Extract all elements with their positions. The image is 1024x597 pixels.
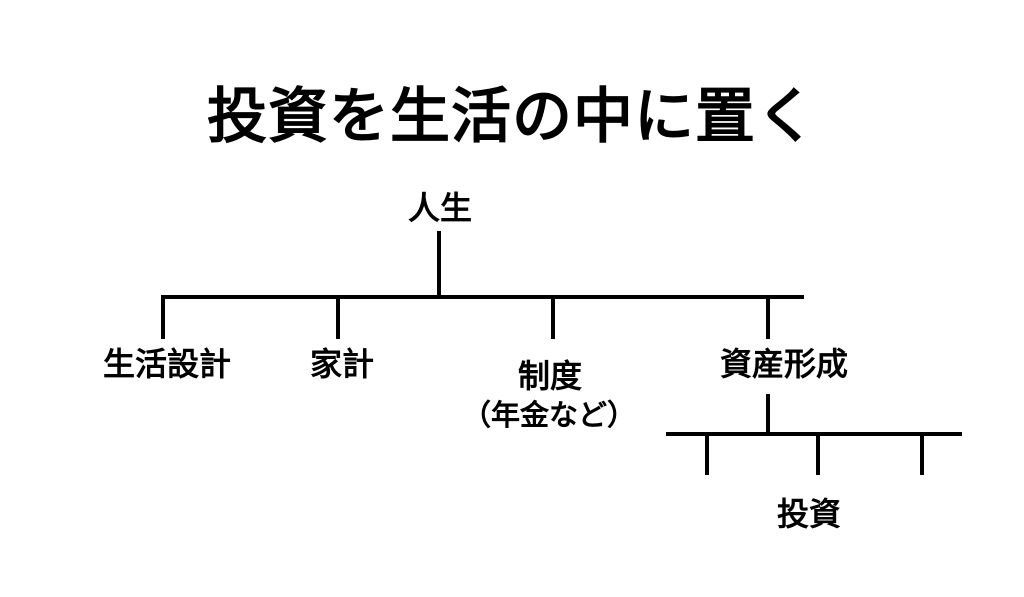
connector-tick-asset-building xyxy=(766,295,770,339)
node-system: 制度 xyxy=(517,358,583,394)
node-investment: 投資 xyxy=(776,496,842,532)
connector-tick-household-budget xyxy=(336,295,340,339)
connector-level2-rail xyxy=(666,432,962,436)
connector-tick-branch-2 xyxy=(816,432,820,475)
node-life-root: 人生 xyxy=(407,190,473,226)
connector-level1-rail xyxy=(161,295,804,299)
connector-tick-life-planning xyxy=(161,295,165,339)
connector-tick-branch-1 xyxy=(705,432,709,475)
connector-tick-branch-3 xyxy=(920,432,924,475)
connector-root-stem xyxy=(437,231,441,297)
node-household-budget: 家計 xyxy=(309,346,375,382)
node-asset-building: 資産形成 xyxy=(719,346,849,382)
connector-tick-system xyxy=(551,295,555,339)
node-system-sublabel: （年金など） xyxy=(461,400,637,432)
node-life-planning: 生活設計 xyxy=(102,346,232,382)
connector-asset-stem xyxy=(766,394,770,436)
page-title: 投資を生活の中に置く xyxy=(207,83,817,150)
